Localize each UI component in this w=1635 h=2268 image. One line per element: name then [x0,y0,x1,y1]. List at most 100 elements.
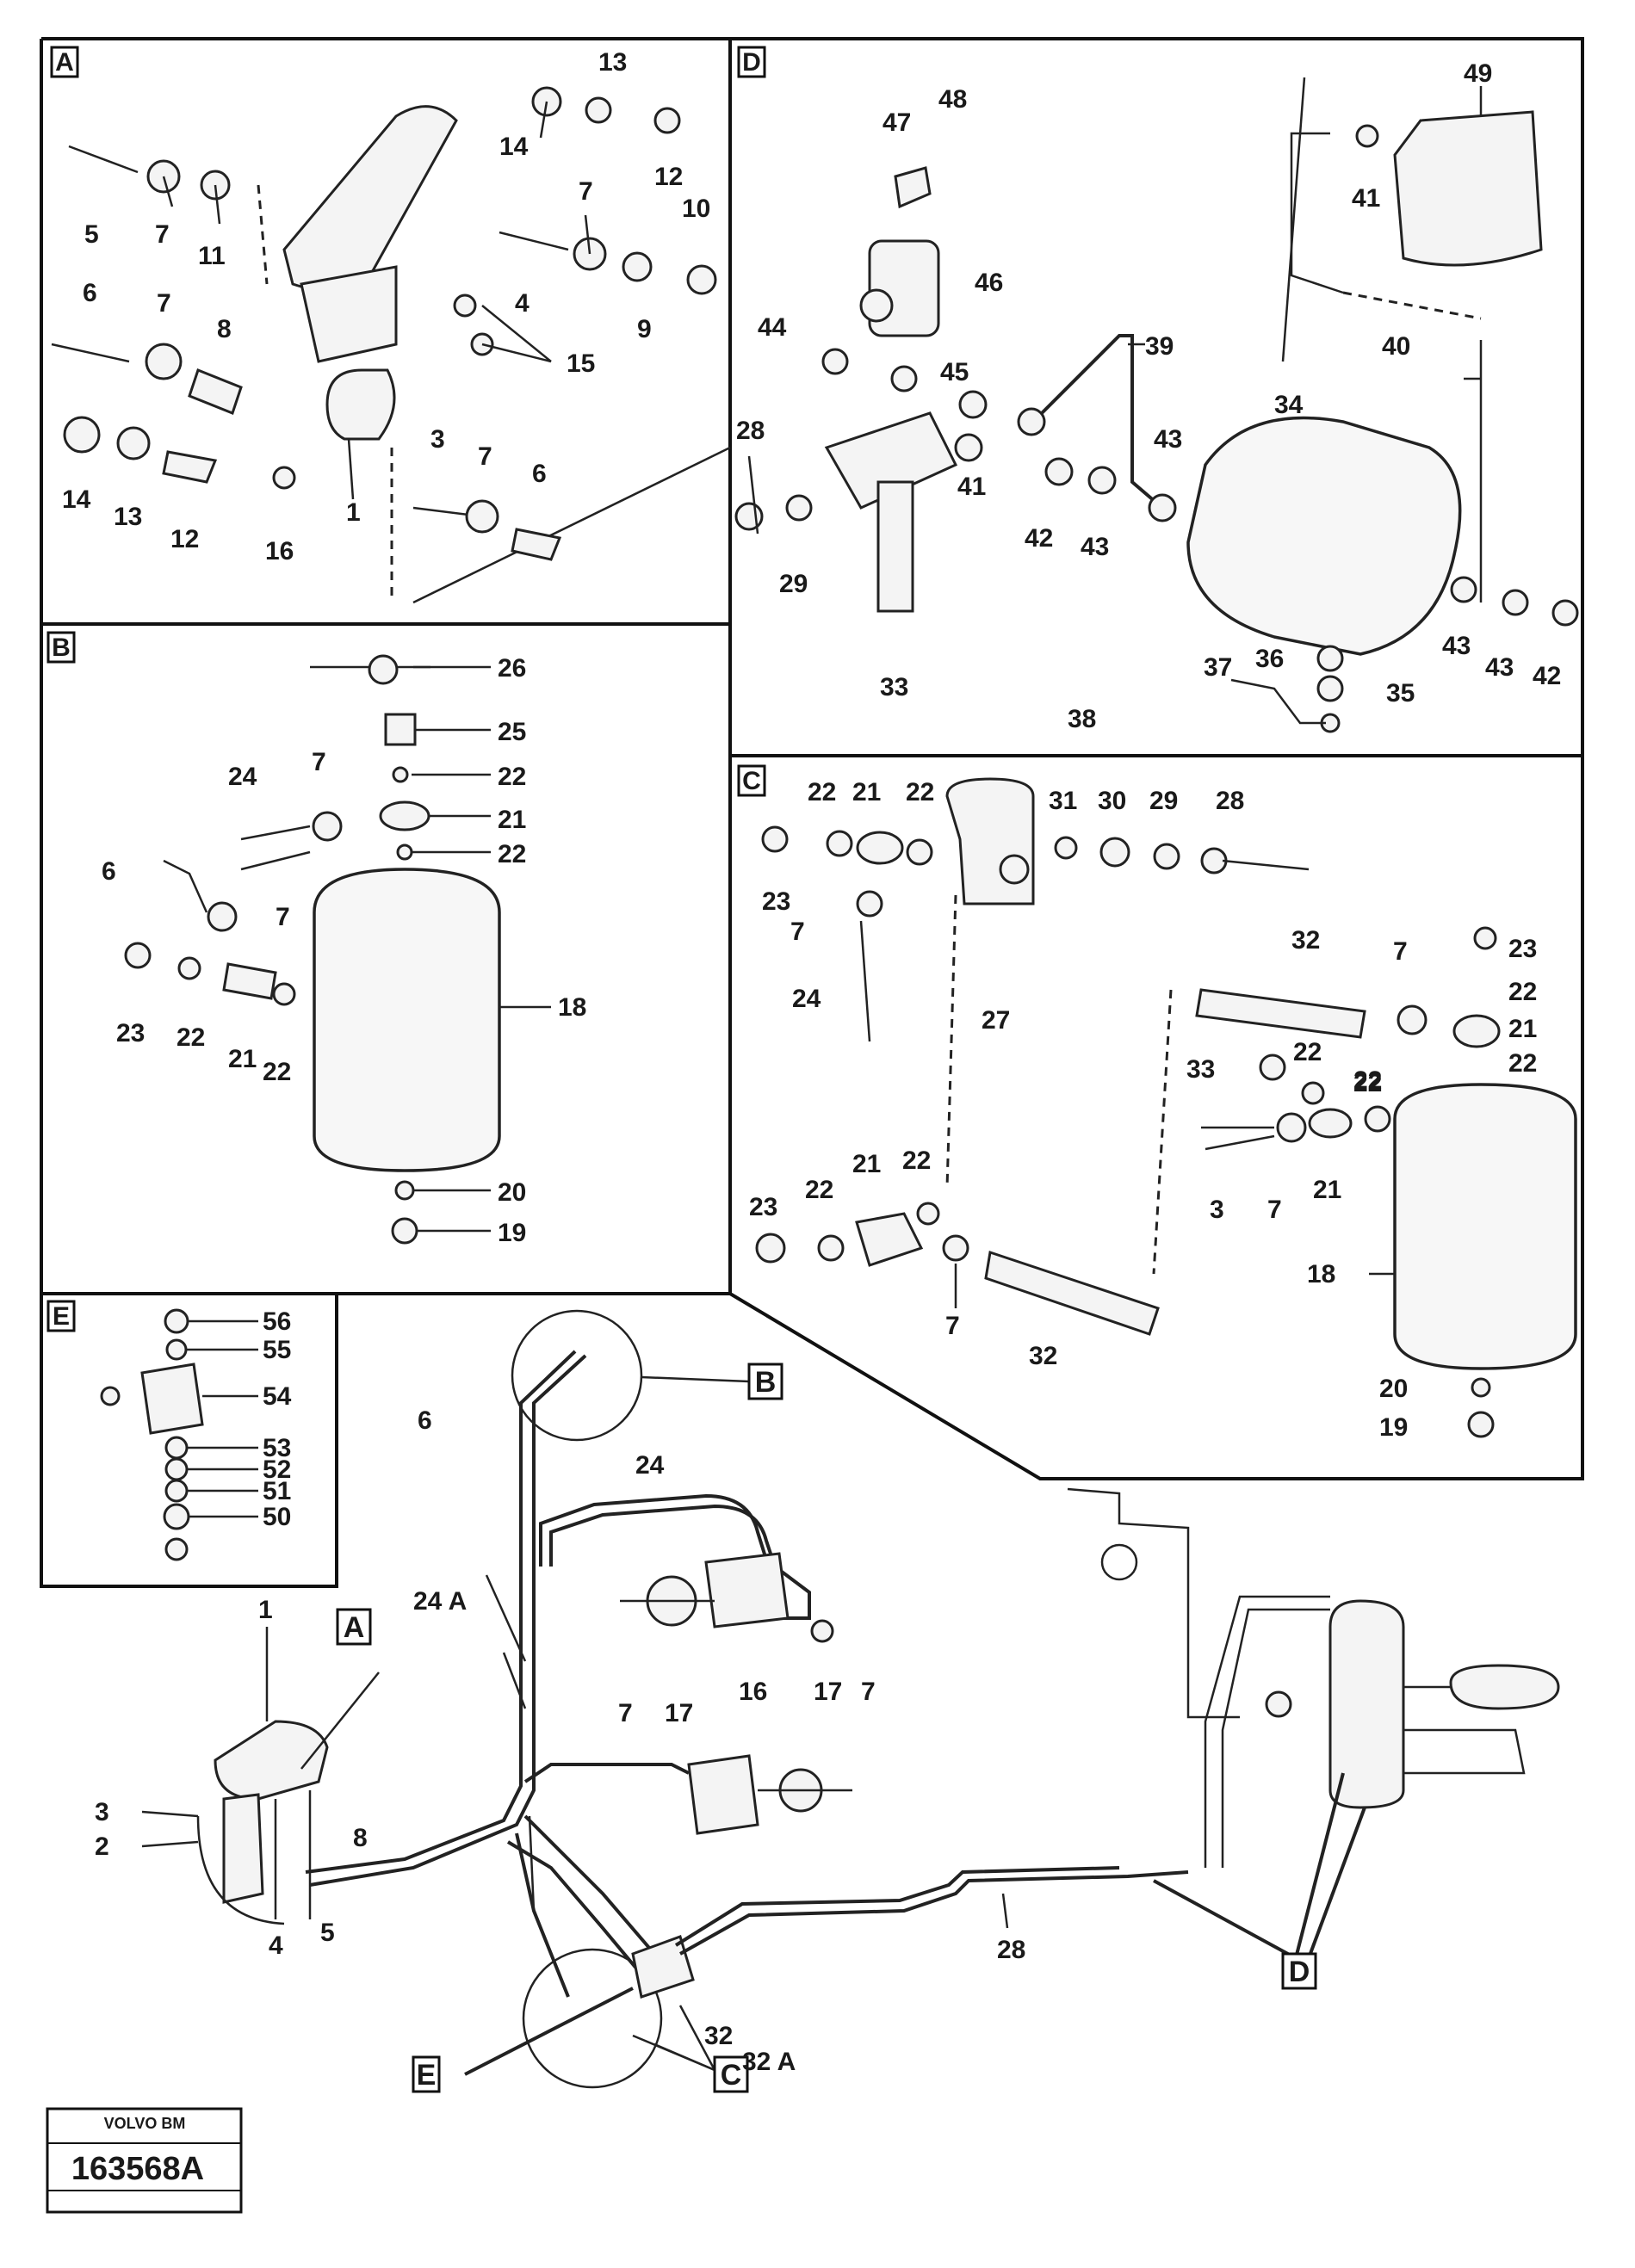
svg-text:41: 41 [957,473,986,501]
svg-text:22: 22 [263,1058,291,1086]
svg-text:24 A: 24 A [413,1587,467,1616]
svg-text:7: 7 [1267,1196,1282,1224]
svg-text:20: 20 [1379,1375,1408,1403]
svg-text:33: 33 [880,673,908,701]
svg-text:2: 2 [95,1832,109,1861]
svg-text:B: B [52,633,71,662]
svg-text:10: 10 [682,195,710,223]
svg-text:7: 7 [276,903,290,931]
svg-text:6: 6 [532,460,547,488]
svg-text:19: 19 [498,1219,526,1247]
svg-text:3: 3 [430,425,445,454]
svg-text:22: 22 [498,840,526,868]
svg-text:48: 48 [938,85,967,114]
section-e-drawing [100,1308,258,1561]
svg-text:29: 29 [779,570,808,598]
svg-text:7: 7 [157,289,171,318]
catalog-number: 163568A [71,2151,204,2187]
panel-frames [40,37,1584,1588]
svg-text:35: 35 [1386,679,1415,708]
svg-text:12: 12 [654,163,683,191]
section-b-drawing [124,654,551,1245]
svg-text:32: 32 [1291,926,1320,955]
svg-text:53: 53 [263,1434,291,1462]
svg-text:23: 23 [1508,935,1537,963]
svg-text:22: 22 [1293,1038,1322,1066]
svg-text:37: 37 [1204,653,1232,682]
svg-text:21: 21 [1508,1015,1537,1043]
catalog-stamp: VOLVO BM 163568A [46,2107,243,2214]
section-tag-d[interactable]: D [737,46,766,78]
svg-text:13: 13 [114,503,142,531]
section-e-labels: 56 55 54 53 52 51 50 [263,1307,292,1531]
svg-text:41: 41 [1352,184,1380,213]
svg-text:1: 1 [258,1596,273,1624]
svg-text:B: B [755,1366,777,1399]
callout-d[interactable]: D [1281,1952,1317,1990]
svg-text:24: 24 [792,985,821,1013]
svg-text:7: 7 [155,220,170,249]
svg-text:7: 7 [861,1678,876,1706]
svg-text:4: 4 [269,1931,283,1960]
svg-text:11: 11 [198,242,226,270]
section-tag-a[interactable]: A [50,46,79,78]
svg-text:6: 6 [83,279,97,307]
svg-text:55: 55 [263,1336,291,1364]
svg-text:22: 22 [906,778,934,806]
section-d-drawing [734,77,1579,733]
svg-text:7: 7 [945,1312,960,1340]
section-tag-b[interactable]: B [46,631,76,664]
svg-text:21: 21 [1313,1176,1341,1204]
svg-text:47: 47 [883,108,911,137]
svg-text:24: 24 [228,763,257,791]
svg-text:C: C [721,2059,742,2092]
svg-text:46: 46 [975,269,1003,297]
svg-text:44: 44 [758,313,787,342]
section-tag-c[interactable]: C [737,764,766,797]
svg-text:22: 22 [1508,978,1537,1006]
svg-text:16: 16 [265,537,294,565]
svg-text:38: 38 [1068,705,1096,733]
svg-text:56: 56 [263,1307,291,1336]
svg-text:43: 43 [1081,533,1109,561]
svg-text:22: 22 [177,1023,205,1052]
section-tag-e[interactable]: E [46,1300,76,1332]
svg-text:E: E [417,2059,437,2092]
callout-c[interactable]: C [713,2055,749,2093]
svg-text:19: 19 [1379,1413,1408,1442]
svg-text:E: E [53,1302,70,1331]
svg-text:22: 22 [808,778,836,806]
svg-text:3: 3 [95,1798,109,1826]
svg-text:32: 32 [704,2022,733,2050]
svg-text:15: 15 [567,349,595,378]
svg-text:9: 9 [637,315,652,343]
svg-text:12: 12 [170,525,199,553]
svg-text:7: 7 [1393,937,1408,966]
svg-text:42: 42 [1025,524,1053,553]
callout-a[interactable]: A [336,1608,372,1646]
callout-e[interactable]: E [412,2055,441,2093]
svg-text:22: 22 [805,1176,833,1204]
svg-text:43: 43 [1154,425,1182,454]
svg-text:28: 28 [1216,787,1244,815]
svg-text:43: 43 [1442,632,1471,660]
svg-text:49: 49 [1464,59,1492,88]
callout-b[interactable]: B [747,1363,783,1400]
svg-text:50: 50 [263,1503,291,1531]
svg-text:7: 7 [478,442,492,471]
svg-text:36: 36 [1255,645,1284,673]
svg-text:8: 8 [353,1824,368,1852]
svg-text:7: 7 [312,748,326,776]
svg-text:28: 28 [736,417,765,445]
svg-text:VOLVO BM: VOLVO BM [104,2115,186,2132]
section-a-drawing [51,86,731,604]
svg-text:7: 7 [618,1699,633,1727]
svg-text:24: 24 [635,1451,665,1480]
svg-text:40: 40 [1382,332,1410,361]
svg-text:D: D [742,48,761,77]
svg-text:18: 18 [1307,1260,1335,1288]
svg-text:42: 42 [1533,662,1561,690]
svg-text:3: 3 [1210,1196,1224,1224]
svg-text:5: 5 [320,1919,335,1947]
